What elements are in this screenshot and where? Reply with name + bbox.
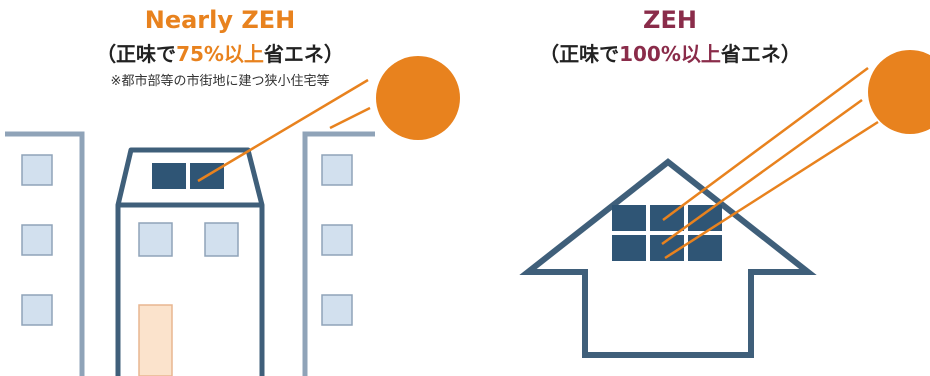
zeh-house — [519, 158, 817, 358]
right-neighbor-window-3 — [321, 294, 353, 326]
solar-panel-icon — [688, 205, 722, 231]
narrow-house-door — [138, 304, 173, 376]
nearly-zeh-subtitle-value: 75%以上 — [176, 42, 264, 66]
left-neighbor-window-3 — [21, 294, 53, 326]
sunlight-ray-icon — [197, 78, 369, 183]
left-neighbor-building — [5, 131, 85, 376]
nearly-zeh-subtitle: （正味で75%以上省エネ） — [30, 38, 410, 67]
narrow-house-window-1 — [138, 222, 173, 257]
sun-icon — [868, 50, 930, 134]
right-neighbor-window-2 — [321, 224, 353, 256]
sunlight-ray-icon — [661, 98, 863, 246]
left-neighbor-outline — [5, 131, 85, 376]
zeh-house-outline — [519, 158, 817, 358]
right-neighbor-window-1 — [321, 154, 353, 186]
sunlight-ray-icon — [664, 120, 879, 260]
narrow-house-window-2 — [204, 222, 239, 257]
nearly-zeh-subtitle-open: （正味で — [96, 42, 177, 66]
zeh-subtitle-open: （正味で — [539, 42, 620, 66]
right-neighbor-building — [302, 131, 375, 376]
nearly-zeh-title: Nearly ZEH — [144, 6, 296, 34]
sunlight-ray-icon — [662, 66, 869, 222]
sunlight-ray-icon — [329, 106, 371, 130]
narrow-house-body — [115, 205, 265, 376]
zeh-subtitle: （正味で100%以上省エネ） — [480, 38, 860, 67]
left-neighbor-window-2 — [21, 224, 53, 256]
left-neighbor-window-1 — [21, 154, 53, 186]
solar-panel-icon — [612, 235, 646, 261]
solar-panel-icon — [152, 163, 186, 189]
zeh-subtitle-value: 100%以上 — [619, 42, 721, 66]
right-neighbor-outline — [302, 131, 375, 376]
nearly-zeh-subtitle-close: 省エネ） — [263, 42, 344, 66]
solar-panel-icon — [612, 205, 646, 231]
nearly-zeh-note: ※都市部等の市街地に建つ狭小住宅等 — [110, 74, 330, 89]
zeh-title: ZEH — [643, 6, 697, 34]
sun-icon — [376, 56, 460, 140]
narrow-house — [115, 147, 265, 376]
zeh-subtitle-close: 省エネ） — [720, 42, 801, 66]
